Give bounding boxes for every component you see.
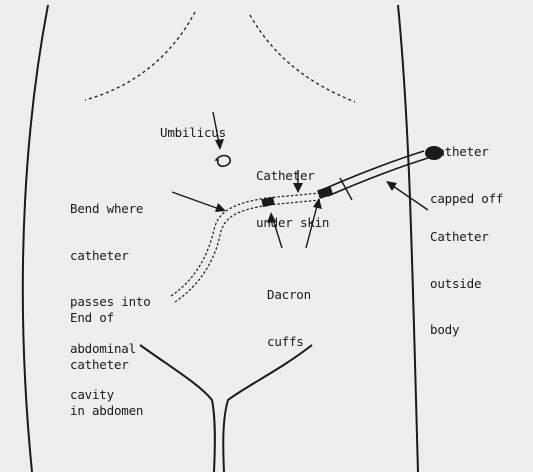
label-umbilicus-line-1: Umbilicus: [160, 125, 226, 141]
label-under-skin-line-1: Catheter: [256, 168, 329, 184]
arrowhead-outside-body: [386, 181, 397, 191]
label-catheter-outside-body: Catheter outside body: [430, 198, 489, 369]
label-dacron-line-2: cuffs: [267, 334, 311, 350]
label-dacron-line-1: Dacron: [267, 287, 311, 303]
label-dacron-cuffs: Dacron cuffs: [267, 256, 311, 380]
label-outside-line-3: body: [430, 322, 489, 338]
label-end-line-2: catheter: [70, 357, 143, 373]
groin-line-left: [140, 345, 215, 472]
label-end-of-catheter: End of catheter in abdomen: [70, 279, 143, 450]
arrow-bend: [172, 192, 222, 210]
torso-right-outline: [398, 5, 418, 472]
label-end-line-1: End of: [70, 310, 143, 326]
torso-left-outline: [23, 5, 48, 472]
label-under-skin-line-2: under skin: [256, 215, 329, 231]
label-outside-line-1: Catheter: [430, 229, 489, 245]
label-end-line-3: in abdomen: [70, 403, 143, 419]
catheter-outside-line-1: [328, 158, 428, 196]
label-bend-line-1: Bend where: [70, 201, 151, 217]
arrowhead-bend: [215, 203, 226, 212]
label-outside-line-2: outside: [430, 276, 489, 292]
label-bend-line-2: catheter: [70, 248, 151, 264]
skin-exit-tick: [340, 178, 352, 200]
label-umbilicus: Umbilicus: [160, 94, 226, 172]
label-capped-off-line-1: Catheter: [430, 144, 503, 160]
label-catheter-under-skin: Catheter under skin: [256, 137, 329, 261]
ribcage-outline: [85, 12, 355, 102]
